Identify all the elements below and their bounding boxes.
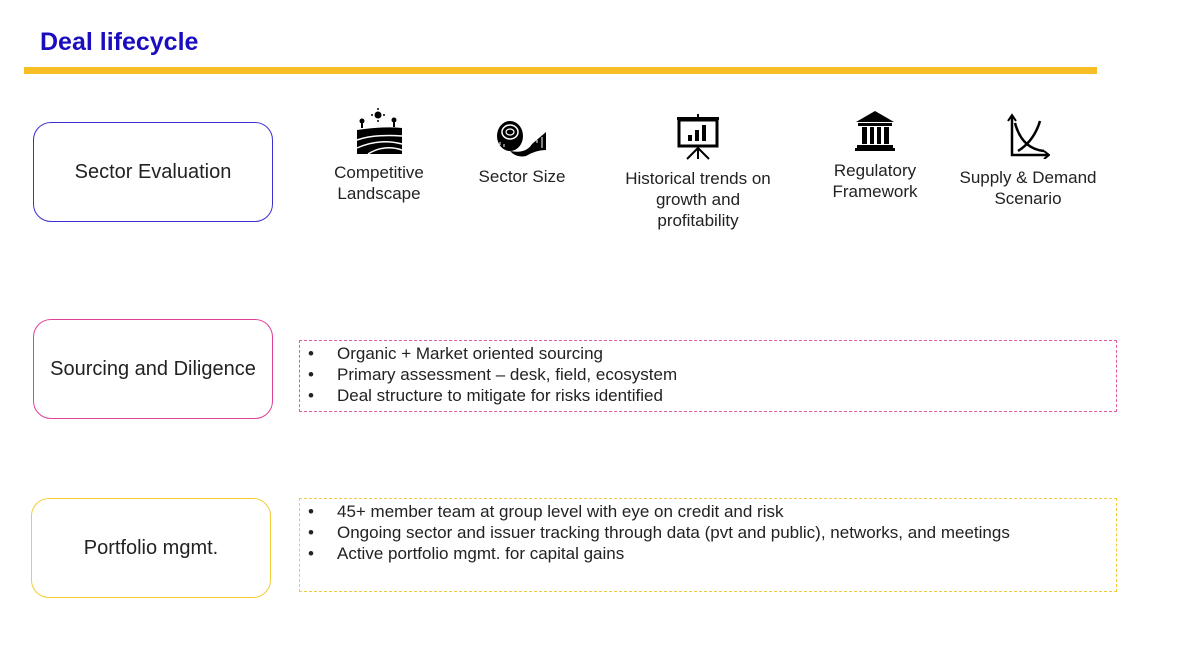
sector-item-label: Regulatory Framework	[832, 161, 918, 201]
stage-sector-evaluation: Sector Evaluation	[33, 122, 273, 222]
sector-item-sector-size: Sector Size	[447, 118, 597, 187]
stage-sourcing-diligence: Sourcing and Diligence	[33, 319, 273, 419]
sector-item-label: Historical trends on growth and profitab…	[625, 169, 771, 230]
bullet-item: Organic + Market oriented sourcing	[308, 343, 1106, 364]
sector-item-historical-trends: Historical trends on growth and profitab…	[623, 114, 773, 231]
sourcing-details-panel: Organic + Market oriented sourcing Prima…	[299, 340, 1117, 412]
stage-portfolio-mgmt: Portfolio mgmt.	[31, 498, 271, 598]
bullet-item: 45+ member team at group level with eye …	[308, 501, 1106, 522]
sector-item-label: Competitive Landscape	[334, 163, 424, 203]
sector-item-supply-demand: Supply & Demand Scenario	[953, 113, 1103, 209]
presentation-chart-icon	[677, 114, 719, 160]
landscape-icon	[356, 108, 403, 154]
portfolio-details-panel: 45+ member team at group level with eye …	[299, 498, 1117, 592]
sector-item-competitive-landscape: Competitive Landscape	[304, 108, 454, 204]
bullet-item: Primary assessment – desk, field, ecosys…	[308, 364, 1106, 385]
bank-building-icon	[855, 111, 895, 151]
title-divider	[24, 67, 1097, 74]
bullet-item: Active portfolio mgmt. for capital gains	[308, 543, 1106, 564]
sector-item-label: Supply & Demand Scenario	[959, 168, 1097, 208]
page-title: Deal lifecycle	[40, 28, 199, 56]
bullet-item: Deal structure to mitigate for risks ide…	[308, 385, 1106, 406]
sector-item-label: Sector Size	[478, 167, 566, 186]
bullet-item: Ongoing sector and issuer tracking throu…	[308, 522, 1106, 543]
measuring-tape-icon	[497, 121, 546, 157]
sector-item-regulatory-framework: Regulatory Framework	[800, 110, 950, 202]
supply-demand-chart-icon	[1007, 113, 1050, 159]
